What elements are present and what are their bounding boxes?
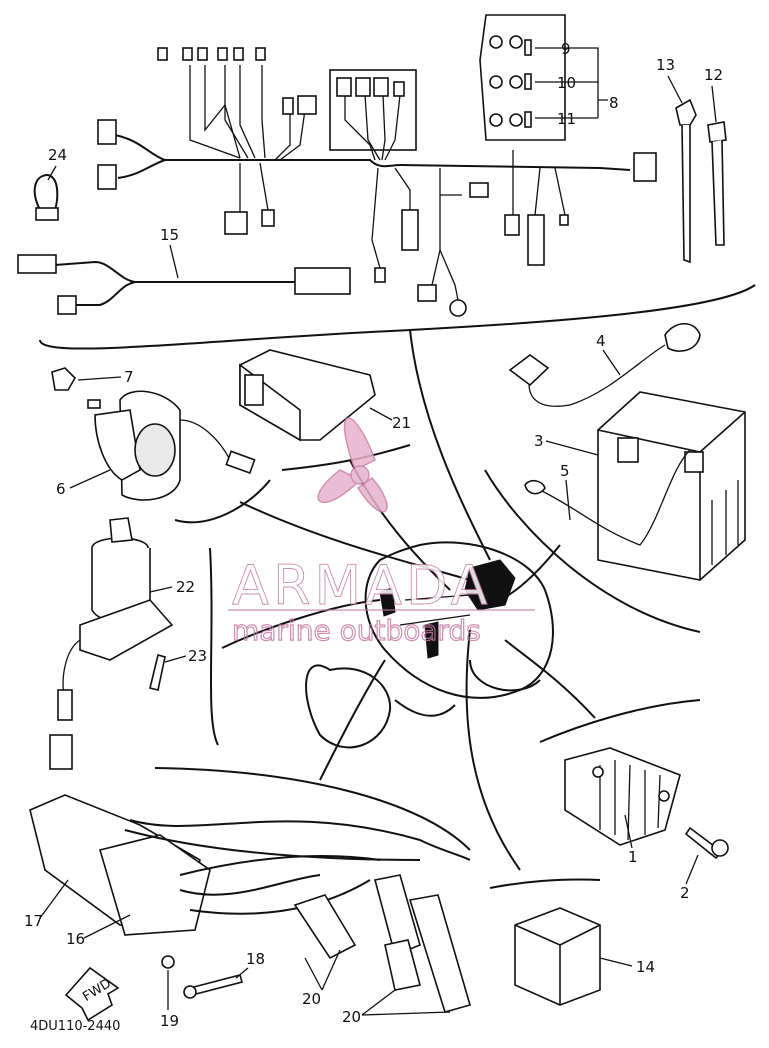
cap-7 (51, 367, 77, 391)
callout-15: 15 (160, 226, 179, 244)
callout-6: 6 (56, 480, 66, 498)
battery (508, 322, 746, 581)
callout-16: 16 (66, 930, 85, 948)
callout-19: 19 (160, 1012, 179, 1030)
cable-ties (675, 98, 727, 264)
callout-3: 3 (534, 432, 544, 450)
callout-1: 1 (628, 848, 638, 866)
clip (33, 173, 59, 221)
callout-10: 10 (557, 74, 576, 92)
main-switch (49, 517, 174, 770)
connectors (17, 47, 657, 317)
callout-20a: 20 (302, 990, 321, 1008)
callout-21: 21 (392, 414, 411, 432)
diagram-code: 4DU110-2440 (30, 1019, 120, 1034)
callout-4: 4 (596, 332, 606, 350)
callout-24: 24 (48, 146, 67, 164)
fuse-box (479, 14, 608, 141)
callout-17: 17 (24, 912, 43, 930)
callout-12: 12 (704, 66, 723, 84)
watermark-brand: ARMADA (232, 554, 492, 617)
wire-harness (54, 65, 631, 306)
callout-13: 13 (656, 56, 675, 74)
callout-9: 9 (561, 40, 571, 58)
callout-7: 7 (124, 368, 134, 386)
watermark-tagline: marine outboards (232, 614, 481, 647)
propeller-logo (317, 417, 388, 513)
cdi-unit (239, 349, 376, 442)
fwd-arrow: FWD (64, 966, 120, 1022)
rectifier-regulator (564, 747, 729, 860)
callout-8: 8 (609, 94, 619, 112)
section-dividers (39, 284, 756, 889)
callout-18: 18 (246, 950, 265, 968)
flasher-relay (87, 390, 256, 501)
callout-23: 23 (188, 647, 207, 665)
callout-22: 22 (176, 578, 195, 596)
callout-20b: 20 (342, 1008, 361, 1026)
ignition-coils (29, 794, 471, 1013)
relay-unit (514, 907, 601, 1006)
callout-2: 2 (680, 884, 690, 902)
callouts: 1 2 3 4 5 6 7 8 9 10 11 12 13 14 15 16 1… (24, 40, 723, 1030)
callout-11: 11 (557, 110, 576, 128)
callout-5: 5 (560, 462, 570, 480)
watermark: ARMADA marine outboards (228, 417, 535, 648)
callout-14: 14 (636, 958, 655, 976)
motorcycle-outline (305, 541, 554, 749)
